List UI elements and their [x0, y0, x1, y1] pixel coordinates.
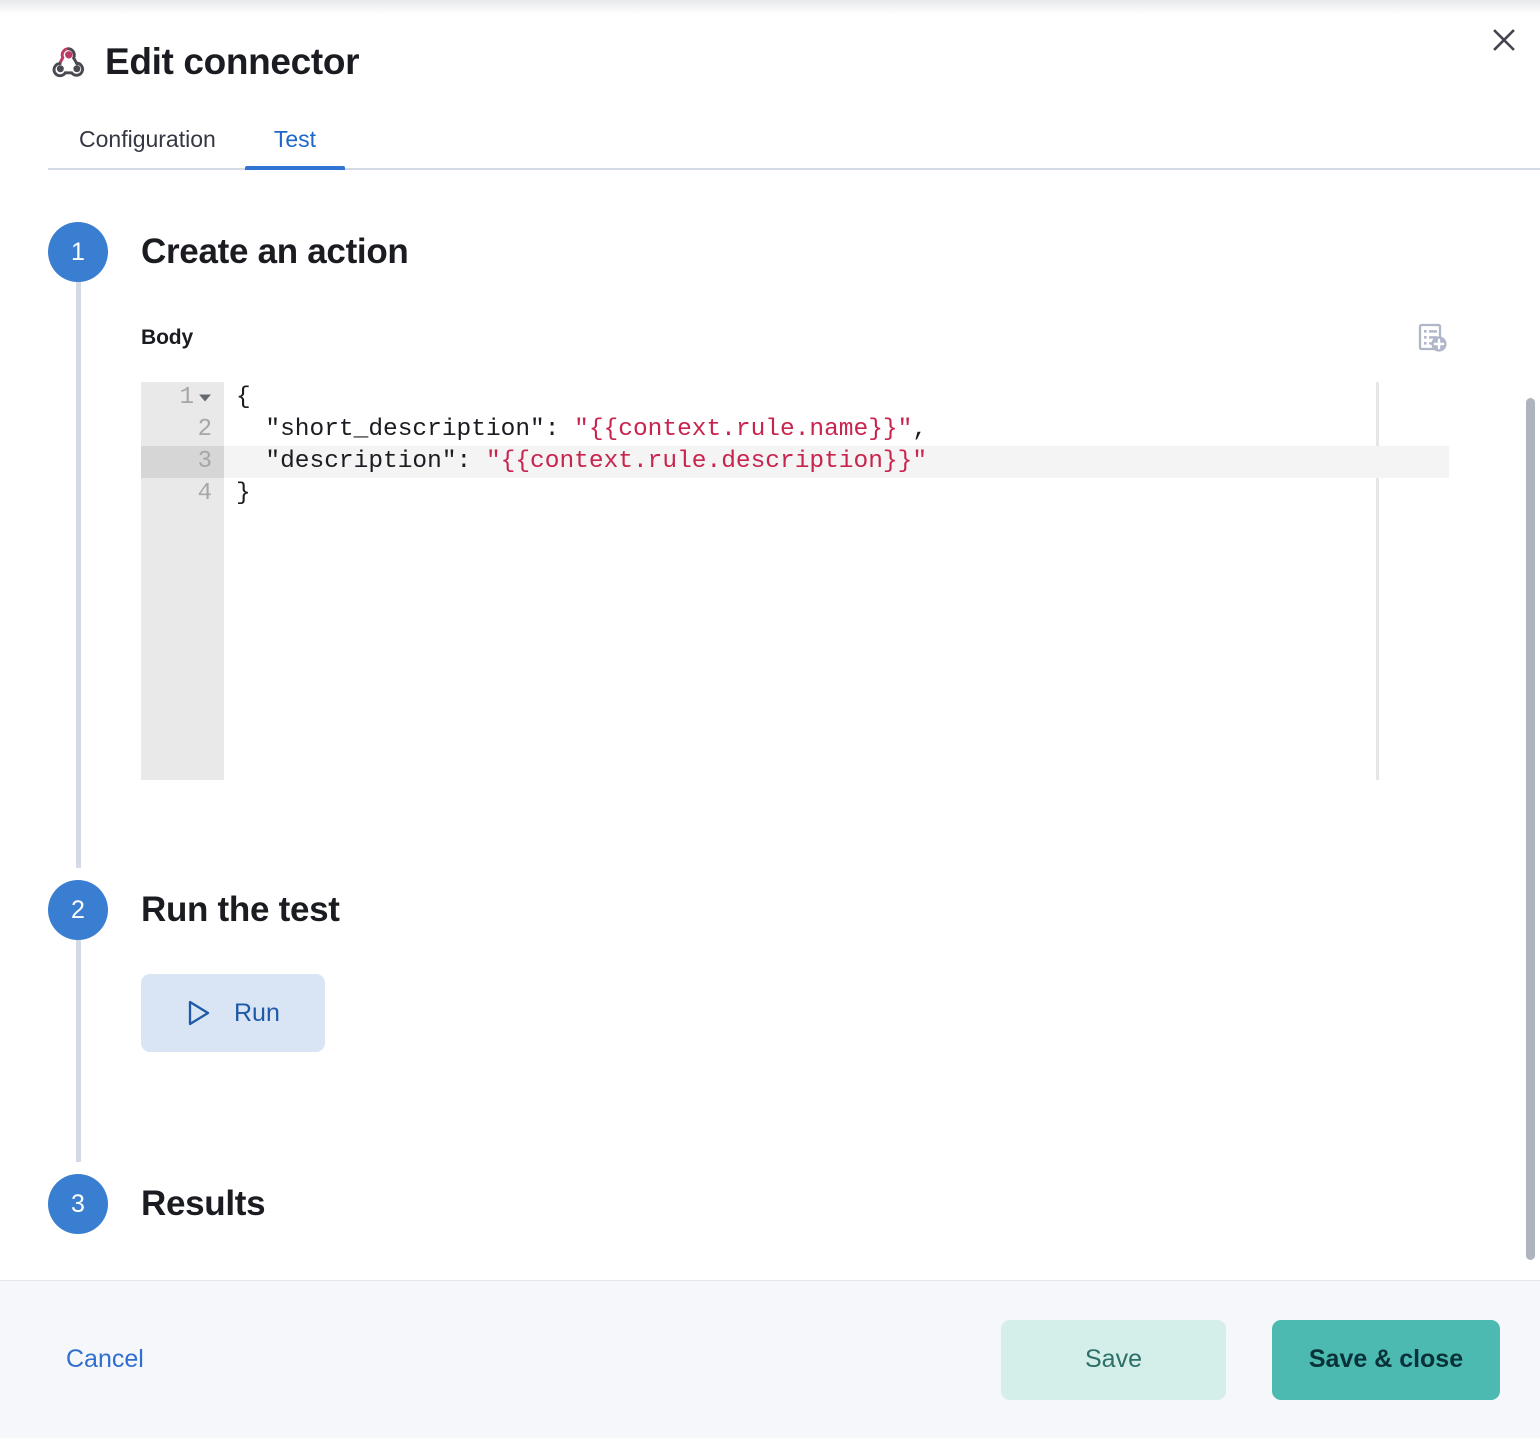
code-token-plain: ,	[912, 416, 928, 443]
step-title-1: Create an action	[141, 232, 409, 271]
step-title-3: Results	[141, 1184, 266, 1223]
step-number-2: 2	[48, 880, 108, 940]
body-scrollbar-thumb[interactable]	[1526, 398, 1535, 1260]
line-number: 3	[197, 448, 212, 475]
run-button[interactable]: Run	[141, 974, 325, 1052]
editor-print-margin	[1376, 382, 1379, 780]
flyout-body: 1 Create an action Body	[0, 170, 1540, 1280]
webhook-icon	[52, 47, 85, 78]
step-number-1: 1	[48, 222, 108, 282]
body-field-header: Body	[141, 316, 1540, 360]
code-line-text: }	[224, 478, 1449, 510]
step-create-an-action: 1 Create an action Body	[48, 222, 1540, 868]
code-token-string: "{{context.rule.description}}"	[485, 448, 928, 475]
body-scrollbar[interactable]	[1526, 398, 1535, 1260]
code-line[interactable]: 2 "short_description": "{{context.rule.n…	[141, 414, 1449, 446]
code-token-plain: }	[236, 480, 251, 507]
line-number: 2	[197, 416, 212, 443]
step-connector-line-2	[76, 936, 81, 1162]
page-title: Edit connector	[105, 41, 360, 82]
code-line[interactable]: 4 }	[141, 478, 1449, 510]
editor-active-line-highlight	[141, 446, 1449, 478]
code-token-plain: "short_description":	[236, 416, 575, 443]
step-results: 3 Results	[48, 1174, 1540, 1234]
editor-lines: 1 { 2 "short_description": "{{context.ru…	[141, 382, 1449, 510]
close-icon[interactable]	[1482, 18, 1526, 62]
run-button-label: Run	[234, 998, 280, 1027]
code-line-text: "short_description": "{{context.rule.nam…	[224, 414, 1449, 446]
tab-bar: Configuration Test	[48, 108, 1540, 170]
step-run-the-test: 2 Run the test Run	[48, 880, 1540, 1162]
step-title-2: Run the test	[141, 890, 340, 929]
title-row: Edit connector	[48, 40, 1492, 84]
body-code-editor[interactable]: 1 { 2 "short_description": "{{context.ru…	[141, 382, 1449, 780]
step-1-content: Body	[141, 282, 1540, 780]
code-line-text: "description": "{{context.rule.descripti…	[224, 446, 1449, 478]
tab-configuration[interactable]: Configuration	[50, 108, 245, 170]
play-icon	[188, 1000, 210, 1026]
code-line-active[interactable]: 3 "description": "{{context.rule.descrip…	[141, 446, 1449, 478]
code-line[interactable]: 1 {	[141, 382, 1449, 414]
code-token-plain: "description":	[236, 448, 486, 475]
tab-test[interactable]: Test	[244, 108, 346, 170]
line-number: 4	[197, 480, 212, 507]
step-2-content: Run	[141, 940, 1540, 1052]
code-token-string: "{{context.rule.name}}"	[574, 416, 913, 443]
step-connector-line-1	[76, 278, 81, 868]
editor-active-gutter-highlight	[141, 446, 224, 478]
cancel-button[interactable]: Cancel	[62, 1335, 148, 1384]
flyout-header: Edit connector Configuration Test	[0, 0, 1540, 170]
footer-actions: Save Save & close	[1001, 1319, 1500, 1400]
body-field-label: Body	[141, 326, 194, 349]
flyout-footer: Cancel Save Save & close	[0, 1280, 1540, 1438]
code-line-text: {	[224, 382, 1449, 414]
save-button[interactable]: Save	[1001, 1319, 1226, 1400]
line-number: 1	[179, 384, 194, 411]
step-number-3: 3	[48, 1174, 108, 1234]
add-variable-icon[interactable]	[1410, 316, 1454, 360]
chevron-down-icon[interactable]	[199, 394, 211, 402]
save-and-close-button[interactable]: Save & close	[1272, 1319, 1500, 1400]
scroll-content: 1 Create an action Body	[0, 170, 1540, 1280]
test-steps: 1 Create an action Body	[48, 222, 1540, 1234]
code-token-plain: {	[236, 384, 251, 411]
